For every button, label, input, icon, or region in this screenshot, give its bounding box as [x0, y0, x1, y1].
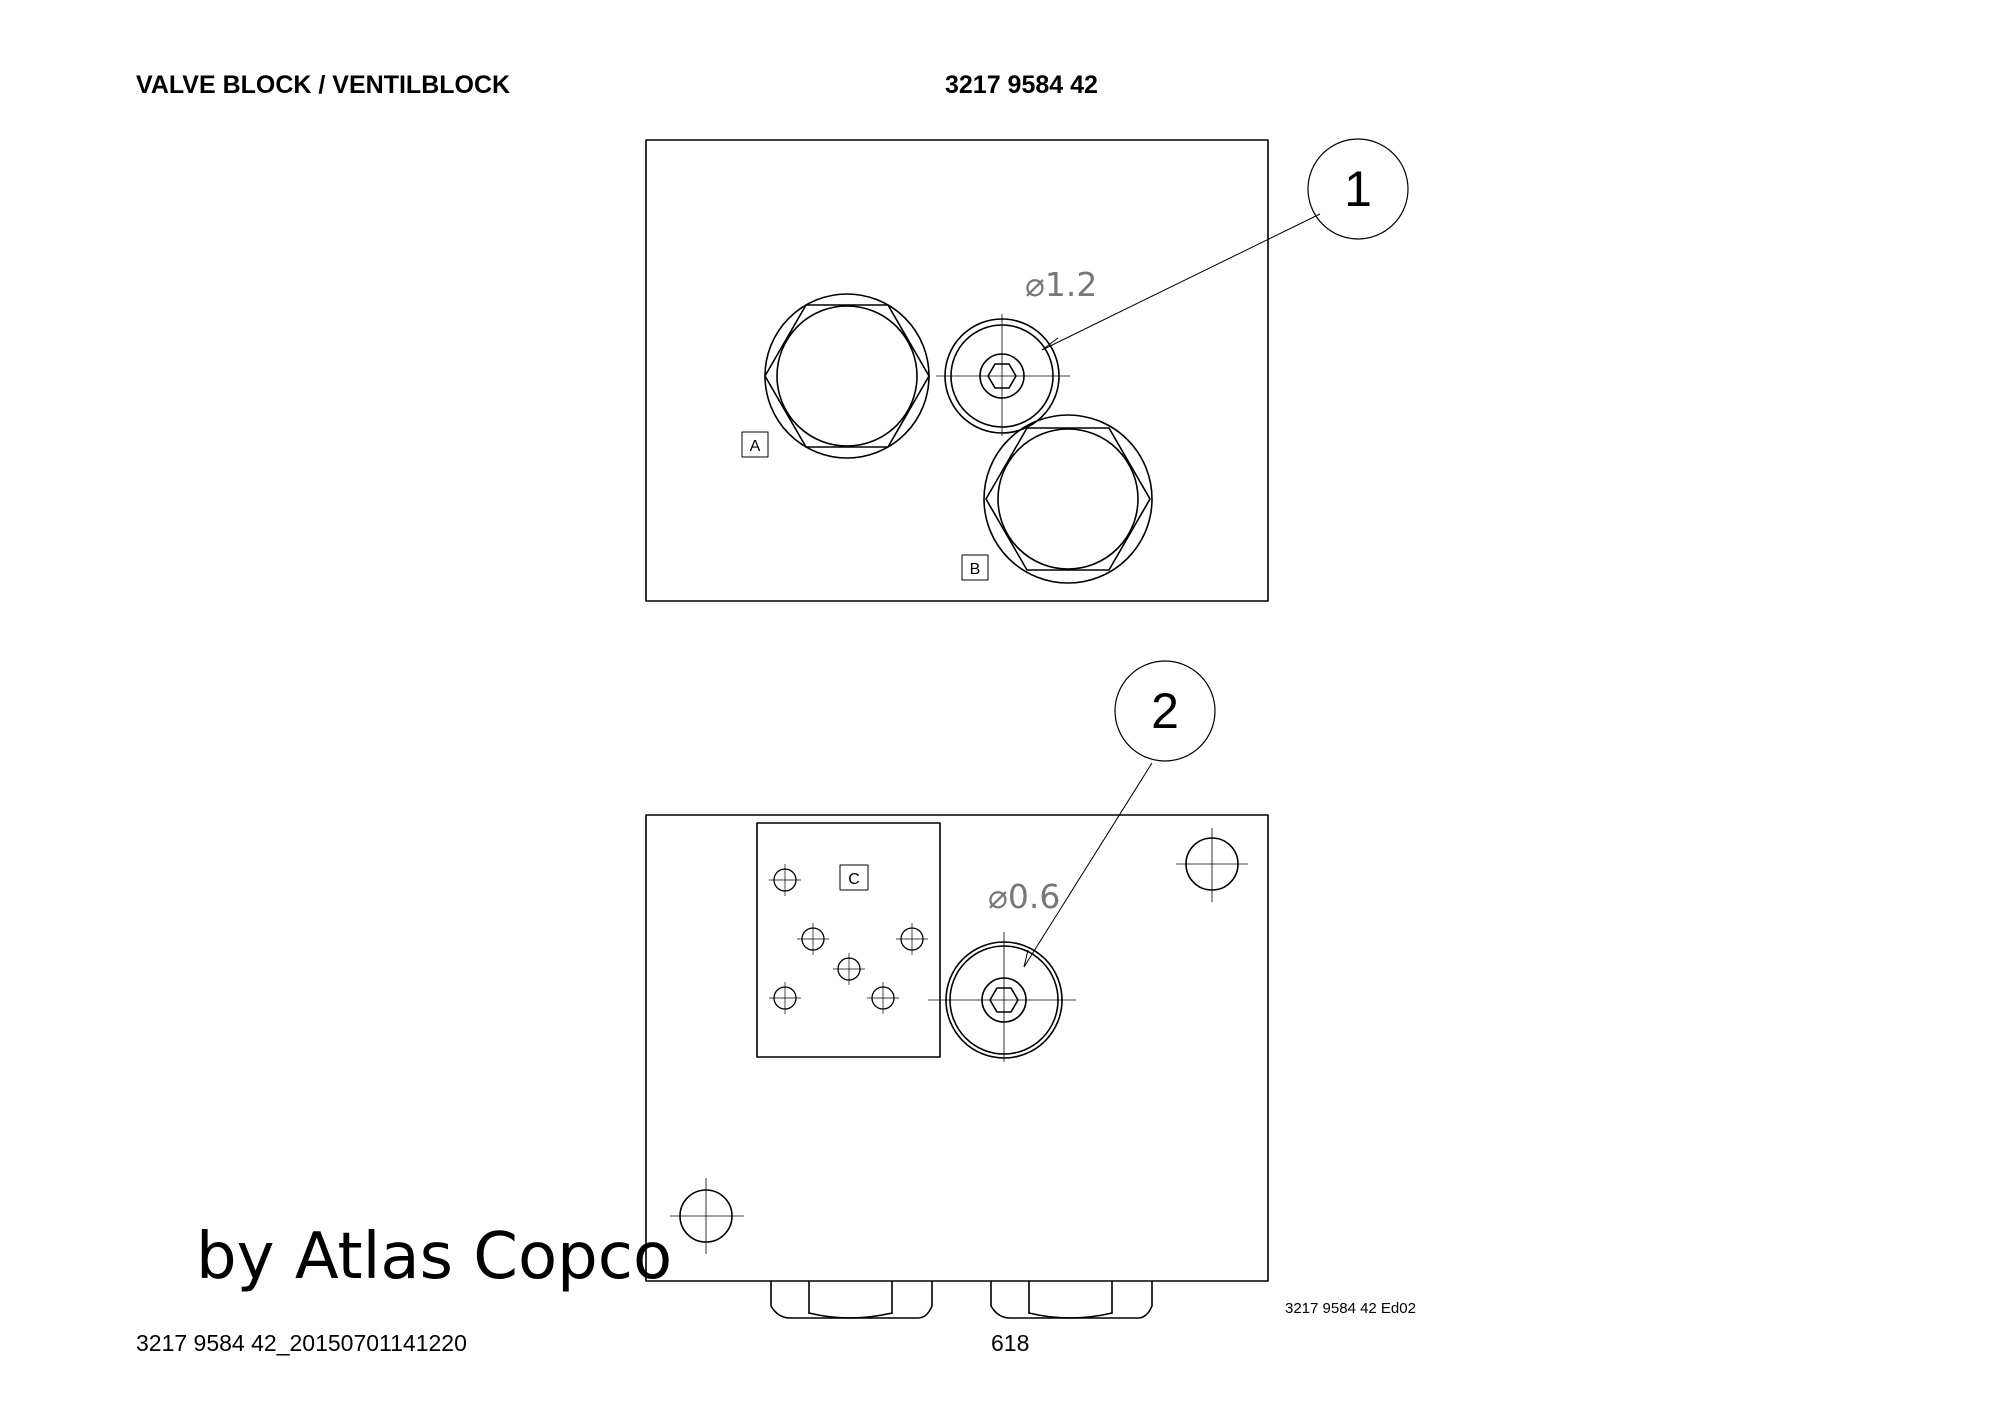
corner-hole-bottom-left — [670, 1178, 744, 1254]
port-b-fitting — [983, 414, 1153, 584]
watermark: by Atlas Copco — [196, 1220, 673, 1294]
callout-2-circle — [1114, 660, 1216, 762]
orifice-1 — [936, 314, 1070, 436]
callout-1-circle — [1307, 138, 1409, 240]
file-id: 3217 9584 42_20150701141220 — [136, 1330, 467, 1356]
bottom-view — [645, 660, 1269, 1319]
orifice-2 — [928, 932, 1076, 1062]
port-c-label-box — [839, 864, 869, 891]
dimension-bottom: ⌀0.6 — [988, 877, 1060, 916]
top-view — [645, 138, 1409, 602]
part-number: 3217 9584 42 — [945, 71, 1098, 99]
port-a-fitting — [764, 293, 930, 459]
port-b-label: B — [970, 561, 981, 578]
corner-hole-top-right — [1176, 828, 1248, 902]
leader-line-2 — [1023, 762, 1153, 968]
bottom-fitting-right — [990, 1281, 1153, 1319]
port-c-label: C — [848, 871, 860, 888]
bottom-view-outline — [645, 814, 1269, 1282]
document-title: VALVE BLOCK / VENTILBLOCK — [136, 71, 511, 99]
bottom-fitting-left — [770, 1281, 933, 1319]
callout-2-number: 2 — [1151, 683, 1179, 739]
leader-line-1 — [1041, 213, 1321, 351]
port-b-label-box — [961, 554, 989, 581]
dimension-top: ⌀1.2 — [1025, 265, 1097, 304]
drawing-id: 3217 9584 42 Ed02 — [1285, 1300, 1416, 1317]
page-number: 618 — [991, 1330, 1030, 1356]
port-a-label-box — [741, 431, 769, 458]
port-a-label: A — [750, 438, 761, 455]
mounting-plate — [756, 822, 941, 1058]
callout-1-number: 1 — [1344, 161, 1372, 217]
top-view-outline — [645, 139, 1269, 602]
